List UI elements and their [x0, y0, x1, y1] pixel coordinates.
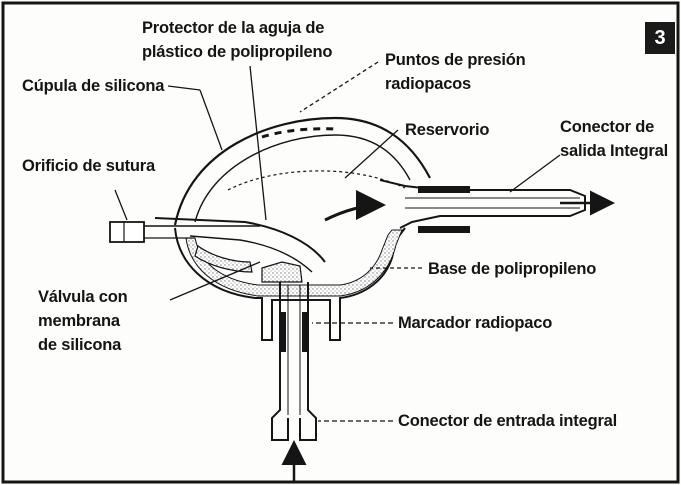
- valve-seat: [262, 262, 302, 282]
- leader-cupula: [168, 86, 200, 90]
- leader-conector-salida: [510, 155, 560, 192]
- leader-orificio: [115, 190, 127, 220]
- leader-cupula-2: [200, 90, 222, 150]
- label-valvula-line3: de silicona: [38, 335, 121, 356]
- reservoir-flow-arrow: [325, 205, 380, 220]
- label-orificio: Orificio de sutura: [22, 156, 155, 177]
- label-base: Base de polipropileno: [428, 259, 596, 280]
- label-conector-salida-line1: Conector de: [560, 117, 654, 138]
- label-puntos-line1: Puntos de presión: [385, 50, 526, 71]
- reservoir-outline: [228, 171, 405, 190]
- label-conector-salida-line2: salida Integral: [560, 141, 668, 162]
- leader-protector: [250, 66, 266, 220]
- silicone-dome: [175, 118, 430, 225]
- label-conector-entrada: Conector de entrada integral: [398, 411, 617, 432]
- label-reservorio: Reservorio: [405, 120, 489, 141]
- label-valvula-line1: Válvula con: [38, 287, 128, 308]
- label-protector-line2: plástico de polipropileno: [142, 42, 332, 63]
- inlet-connector: [272, 282, 316, 440]
- outlet-marker-top: [418, 186, 470, 193]
- figure-number-badge: 3: [645, 22, 675, 54]
- label-marcador: Marcador radiopaco: [398, 313, 552, 334]
- label-valvula-line2: membrana: [38, 311, 120, 332]
- inlet-radiopaque-marker: [280, 312, 286, 352]
- suture-hole: [110, 222, 144, 242]
- inlet-radiopaque-marker-right: [302, 312, 308, 352]
- leader-puntos: [300, 62, 378, 112]
- label-cupula: Cúpula de silicona: [22, 76, 164, 97]
- outlet-connector-body: [380, 180, 585, 228]
- outlet-marker-bottom: [418, 226, 470, 233]
- label-protector-line1: Protector de la aguja de: [142, 18, 324, 39]
- label-puntos-line2: radiopacos: [385, 74, 471, 95]
